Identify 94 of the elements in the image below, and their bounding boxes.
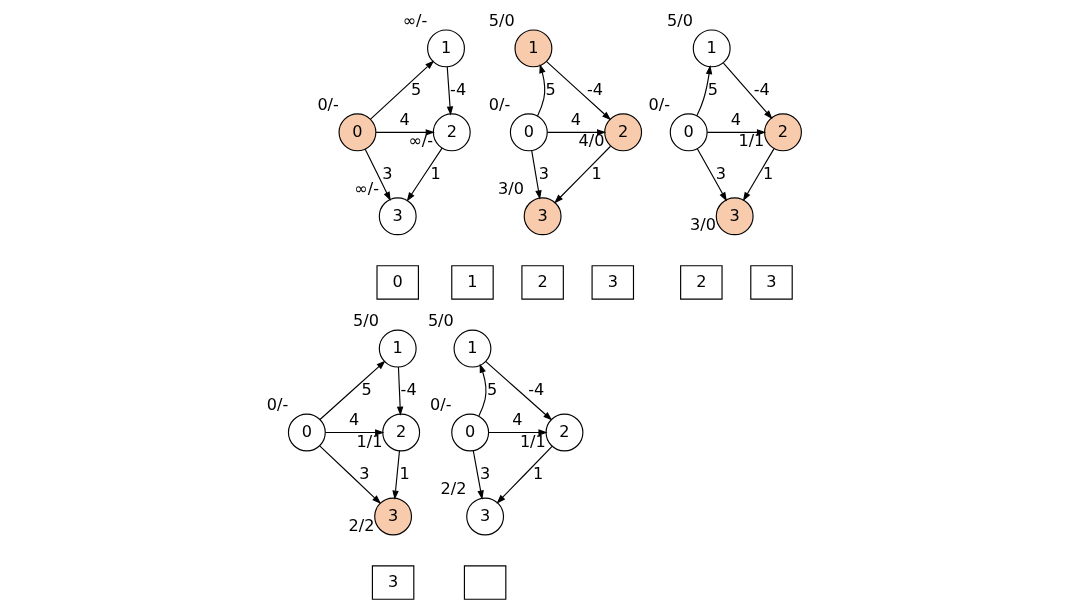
arrow [722, 62, 773, 120]
arrow [324, 429, 384, 436]
arrow [545, 61, 611, 121]
edge-label: 1 [591, 163, 602, 183]
arrow [364, 148, 391, 201]
node-circle: 0 [509, 113, 548, 152]
arrow [396, 366, 403, 416]
arrow [495, 445, 553, 504]
edge-label: -4 [400, 379, 417, 399]
edge-label: 3 [381, 163, 392, 183]
node-circle: 2 [381, 413, 420, 452]
edge-label: 5 [707, 79, 718, 99]
edge-label: 4 [398, 109, 410, 129]
node-label: ∞/- [402, 10, 427, 30]
node-circle: 3 [378, 197, 417, 236]
edge-label: 5 [486, 379, 497, 399]
edge-label: 3 [479, 463, 490, 483]
edge-label: -4 [449, 79, 466, 99]
node-circle: 1 [453, 329, 491, 368]
node-label: 4/0 [578, 131, 604, 151]
edge-label: 4 [730, 109, 741, 129]
node-label: ∞/- [407, 131, 433, 151]
node-label: 1/1 [356, 431, 382, 451]
arrow [391, 450, 400, 500]
edge-label: 5 [361, 379, 372, 399]
edge-label: -4 [527, 379, 544, 399]
node-label: 0/- [648, 94, 670, 114]
arrow [477, 363, 487, 417]
node-box [463, 565, 506, 600]
node-label: 2/2 [440, 478, 466, 498]
arrow [375, 129, 435, 136]
edge-label: -4 [586, 79, 603, 99]
node-box: 3 [591, 265, 634, 300]
arrow [696, 148, 727, 202]
node-circle: 1 [513, 29, 552, 68]
edge-label: 1 [398, 463, 410, 483]
node-label: 0/- [429, 394, 452, 414]
arrow [472, 450, 484, 500]
node-circle: 2 [763, 113, 802, 152]
edge-label: -4 [753, 79, 770, 99]
node-box: 2 [679, 265, 723, 300]
node-label: 1/1 [737, 131, 764, 151]
arrow [484, 360, 552, 421]
node-box: 0 [375, 265, 419, 300]
arrow [742, 148, 774, 202]
node-label: 1/1 [519, 431, 546, 451]
node-label: 5/0 [666, 10, 693, 30]
arrow [536, 63, 545, 117]
arrow [695, 65, 712, 117]
arrow [706, 129, 766, 136]
node-box: 3 [749, 265, 793, 300]
edge-label: 3 [358, 463, 369, 483]
arrow [318, 360, 386, 421]
edge-label: 1 [430, 163, 441, 183]
node-label: 0/- [316, 94, 339, 114]
node-circle: 2 [545, 413, 583, 452]
node-circle: 3 [715, 197, 754, 236]
node-box: 3 [371, 565, 414, 600]
arrow [553, 145, 611, 204]
node-label: 3/0 [689, 215, 716, 235]
node-label: 0/- [266, 394, 288, 414]
edge-label: 3 [538, 163, 549, 183]
node-circle: 3 [523, 197, 562, 236]
node-label: 5/0 [427, 310, 454, 330]
node-label: ∞/- [353, 178, 379, 198]
arrow [530, 150, 542, 200]
edge-label: 1 [532, 463, 543, 483]
edge-label: 4 [570, 109, 581, 129]
node-circle: 1 [692, 29, 731, 68]
node-label: 5/0 [488, 10, 515, 30]
arrow [318, 445, 381, 504]
node-label: 5/0 [352, 310, 379, 330]
arrow [369, 60, 434, 120]
arrow [487, 429, 548, 436]
arrow [546, 129, 606, 136]
edge-label: 4 [348, 409, 359, 429]
edge-label: 1 [762, 163, 773, 183]
node-box: 2 [520, 265, 564, 300]
node-circle: 0 [669, 113, 708, 152]
node-label: 0/- [488, 94, 510, 114]
edge-label: 3 [715, 163, 726, 183]
node-circle: 2 [432, 113, 471, 152]
node-label: 2/2 [348, 515, 374, 535]
node-circle: 3 [465, 497, 504, 536]
arrow [406, 147, 443, 202]
node-box: 1 [450, 265, 494, 300]
node-label: 3/0 [497, 178, 524, 198]
edge-label: 5 [545, 79, 556, 99]
edge-label: 5 [410, 79, 421, 99]
arrow [446, 66, 453, 116]
edge-label: 4 [511, 409, 522, 429]
node-circle: 0 [450, 413, 489, 452]
node-circle: 0 [338, 113, 376, 152]
node-circle: 0 [287, 413, 326, 452]
